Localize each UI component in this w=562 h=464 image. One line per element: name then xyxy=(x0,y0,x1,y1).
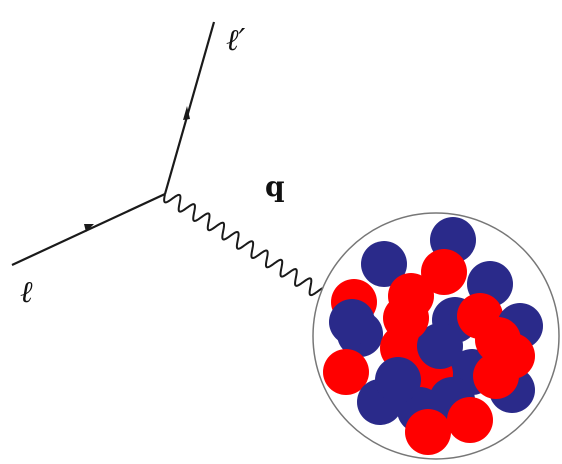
nucleon-cluster xyxy=(323,217,543,455)
virtual-photon-line xyxy=(163,193,327,297)
proton-ball xyxy=(405,409,451,455)
proton-ball xyxy=(473,353,519,399)
outgoing-lepton-label: ℓ′ xyxy=(226,23,245,58)
proton-ball xyxy=(475,317,521,363)
outgoing-lepton-arrow xyxy=(183,106,190,120)
neutron-ball xyxy=(329,299,375,345)
momentum-transfer-label: q xyxy=(265,170,285,203)
neutron-ball xyxy=(361,241,407,287)
incoming-lepton-label: ℓ xyxy=(20,275,33,310)
neutron-ball xyxy=(417,323,463,369)
incoming-lepton-arrow xyxy=(84,224,94,232)
proton-ball xyxy=(447,397,493,443)
outgoing-lepton-line xyxy=(163,21,216,195)
proton-ball xyxy=(421,249,467,295)
proton-ball xyxy=(323,349,369,395)
neutron-ball xyxy=(375,357,421,403)
proton-ball xyxy=(383,295,429,341)
